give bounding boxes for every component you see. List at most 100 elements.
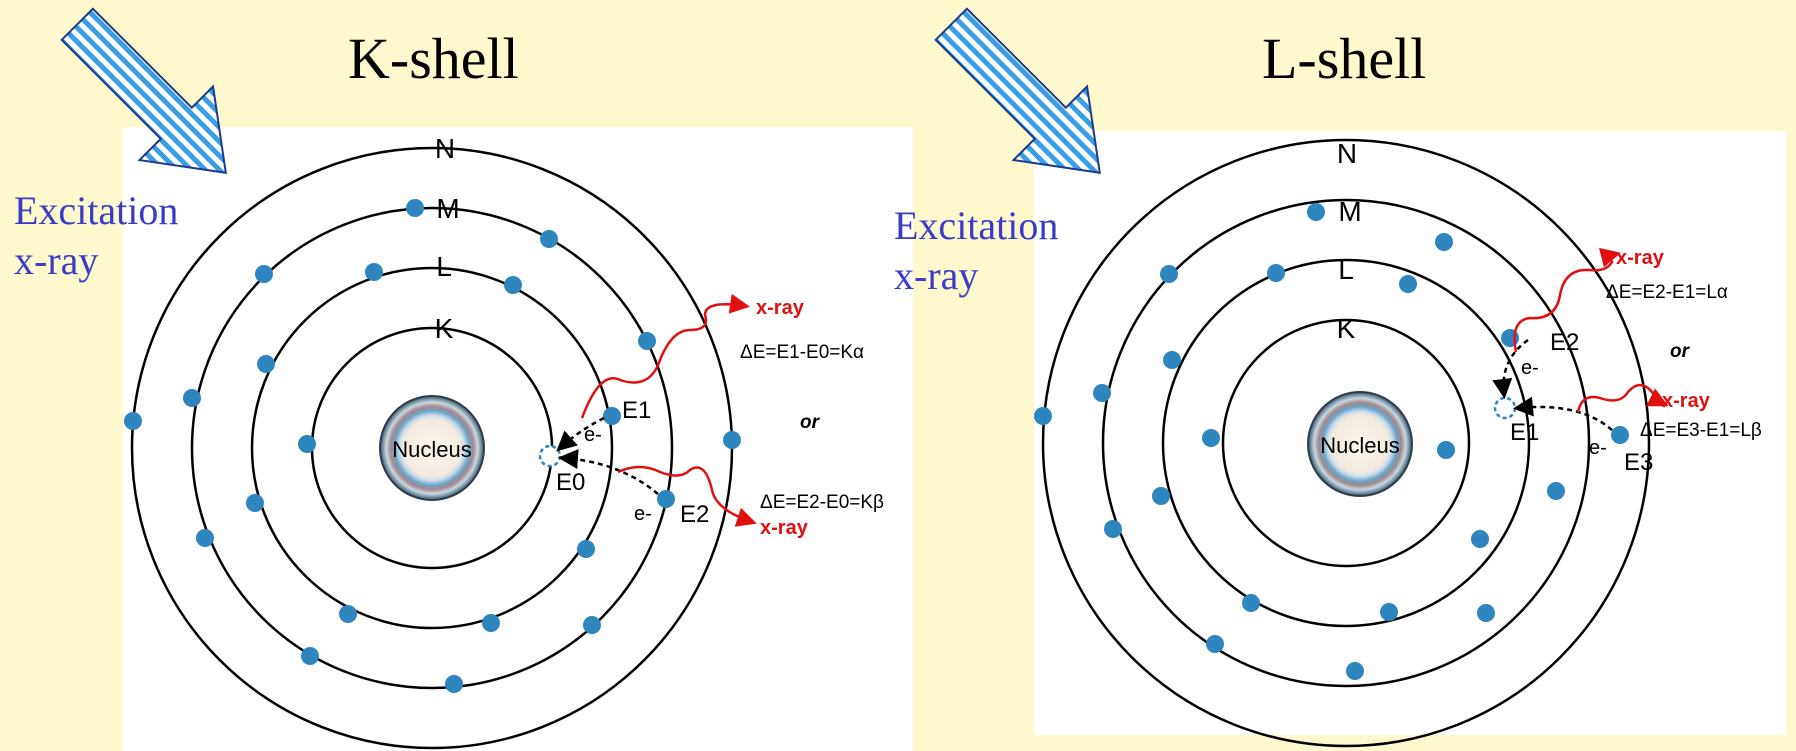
- excitation-label-left: Excitation x-ray: [14, 186, 178, 286]
- transition-e1-e0: [556, 416, 605, 452]
- shell-label-l: L: [1338, 254, 1354, 285]
- excitation-line-2: x-ray: [14, 238, 99, 283]
- electron: [1471, 530, 1489, 548]
- electron: [504, 276, 522, 294]
- excitation-line-1: Excitation: [14, 188, 179, 233]
- electron: [1163, 351, 1181, 369]
- shell-label-l: L: [436, 251, 452, 282]
- electron: [1435, 233, 1453, 251]
- electron: [1206, 635, 1224, 653]
- excitation-line-2: x-ray: [894, 253, 979, 298]
- vacancy-e1: [1493, 396, 1517, 420]
- electron: [1104, 520, 1122, 538]
- shell-label-k: K: [1337, 313, 1356, 344]
- energy-label-e2: E2: [680, 501, 709, 528]
- electron: [1477, 604, 1495, 622]
- electron: [406, 199, 424, 217]
- electron: [1547, 482, 1565, 500]
- orbit-l: [1161, 258, 1531, 628]
- k-shell-title: K-shell: [348, 26, 519, 91]
- electron: [339, 605, 357, 623]
- electron: [577, 540, 595, 558]
- xray-label-beta: x-ray: [760, 517, 809, 539]
- xray-alpha: [580, 293, 750, 419]
- electron: [1160, 265, 1178, 283]
- electron: [257, 355, 275, 373]
- electron: [1611, 426, 1629, 444]
- energy-label-e1: E1: [1510, 419, 1539, 446]
- electron: [1307, 203, 1325, 221]
- electron: [196, 529, 214, 547]
- equation-l-beta: ΔE=E3-E1=Lβ: [1640, 420, 1762, 441]
- nucleus-label: Nucleus: [1320, 433, 1399, 458]
- excitation-label-right: Excitation x-ray: [894, 201, 1058, 301]
- orbit-k: [1221, 318, 1471, 568]
- xray-alpha: [1513, 247, 1621, 353]
- energy-label-e0: E0: [556, 469, 585, 496]
- electron: [1346, 662, 1364, 680]
- electron: [1202, 429, 1220, 447]
- xray-label-beta: x-ray: [1662, 390, 1711, 412]
- electron-label-1: e-: [584, 424, 602, 446]
- shell-label-n: N: [435, 133, 455, 164]
- electron: [1437, 441, 1455, 459]
- nucleus: [1307, 391, 1413, 497]
- xray-beta: [617, 465, 757, 527]
- shell-label-m: M: [436, 193, 459, 224]
- energy-label-e2: E2: [1550, 329, 1579, 356]
- energy-label-e1: E1: [622, 397, 651, 424]
- electron-label-1: e-: [1521, 357, 1539, 379]
- electron: [1093, 384, 1111, 402]
- orbit-m: [190, 206, 674, 690]
- transition-e2-e0: [558, 449, 659, 495]
- excitation-arrow-left: [60, 7, 227, 174]
- electron: [482, 614, 500, 632]
- equation-k-beta: ΔE=E2-E0=Kβ: [760, 492, 884, 513]
- vacancy-e0: [538, 444, 562, 468]
- electron: [124, 412, 142, 430]
- l-shell-electrons: [1034, 203, 1629, 680]
- transition-e2-e1: [1492, 338, 1529, 399]
- k-shell-electrons: [124, 199, 741, 693]
- electron: [1242, 594, 1260, 612]
- excitation-line-1: Excitation: [894, 203, 1059, 248]
- electron: [638, 332, 656, 350]
- electron: [365, 263, 383, 281]
- shell-label-n: N: [1337, 138, 1357, 169]
- l-shell-atom: [1041, 138, 1651, 748]
- electron: [1380, 603, 1398, 621]
- equation-k-alpha: ΔE=E1-E0=Kα: [740, 342, 864, 363]
- electron: [183, 389, 201, 407]
- excitation-arrow-right: [934, 7, 1101, 174]
- electron: [723, 431, 741, 449]
- electron: [255, 265, 273, 283]
- electron: [246, 494, 264, 512]
- electron: [540, 230, 558, 248]
- xray-label-alpha: x-ray: [756, 297, 805, 319]
- electron-label-2: e-: [634, 503, 652, 525]
- electron: [1152, 487, 1170, 505]
- k-shell-panel: [123, 127, 913, 751]
- transition-e3-e1: [1513, 396, 1613, 431]
- equation-l-alpha: ΔE=E2-E1=Lα: [1606, 282, 1728, 303]
- electron: [657, 490, 675, 508]
- orbit-l: [250, 266, 614, 630]
- electron: [603, 407, 621, 425]
- electron: [301, 647, 319, 665]
- shell-label-k: K: [435, 313, 454, 344]
- electron: [298, 435, 316, 453]
- nucleus: [379, 395, 485, 501]
- orbit-m: [1101, 198, 1591, 688]
- nucleus-label: Nucleus: [392, 437, 471, 462]
- electron: [583, 616, 601, 634]
- l-shell-title: L-shell: [1262, 26, 1427, 91]
- or-label-right: or: [1670, 341, 1691, 362]
- energy-label-e3: E3: [1624, 449, 1653, 476]
- electron: [1034, 407, 1052, 425]
- electron: [1399, 275, 1417, 293]
- electron-label-2: e-: [1589, 437, 1607, 459]
- electron: [445, 675, 463, 693]
- or-label-left: or: [800, 412, 821, 433]
- shell-label-m: M: [1338, 196, 1361, 227]
